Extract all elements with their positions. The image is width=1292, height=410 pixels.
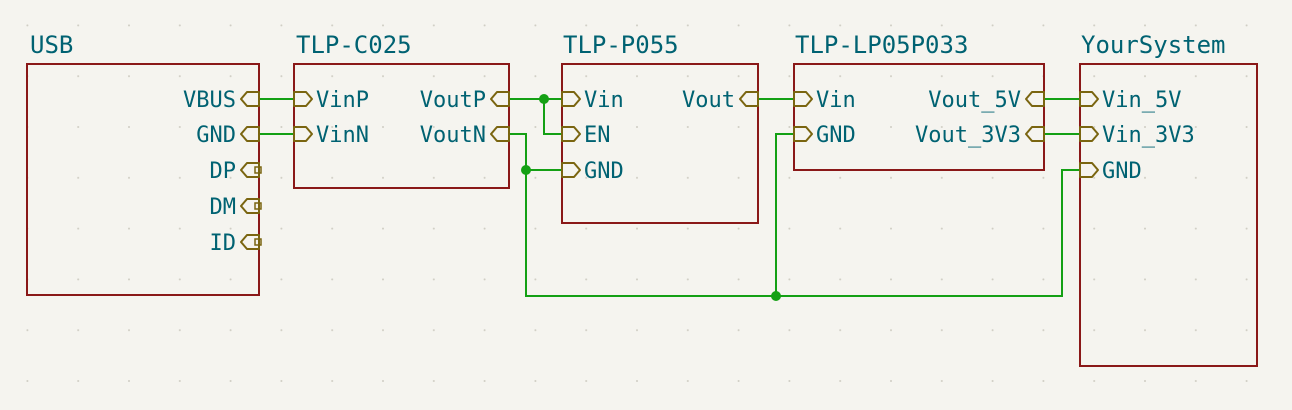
pin-label-c025-voutn: VoutN [420, 123, 486, 148]
block-box-usb[interactable] [26, 63, 260, 296]
block-title-usb: USB [30, 31, 73, 59]
port-icon-p055-vin[interactable] [561, 91, 581, 107]
block-box-tlp-lp05p033[interactable] [793, 63, 1045, 171]
port-icon-p055-gnd[interactable] [561, 162, 581, 178]
junction-ground-bus [771, 291, 781, 301]
pin-label-usb-vbus: VBUS [183, 88, 236, 113]
pin-label-p055-vout: Vout [682, 88, 735, 113]
pin-label-usb-dm: DM [210, 195, 237, 220]
wire-voutp-en[interactable] [543, 99, 562, 135]
block-box-tlp-p055[interactable] [561, 63, 759, 224]
port-icon-usb-id[interactable] [240, 234, 260, 250]
port-icon-p055-vout[interactable] [739, 91, 759, 107]
junction-voutp [539, 94, 549, 104]
port-icon-system-vin-3v3[interactable] [1079, 126, 1099, 142]
pin-label-usb-dp: DP [210, 159, 237, 184]
port-icon-lp05-gnd[interactable] [793, 126, 813, 142]
port-icon-c025-voutn[interactable] [490, 126, 510, 142]
pin-label-p055-gnd: GND [584, 159, 624, 184]
pin-label-p055-en: EN [584, 123, 611, 148]
pin-label-lp05-vout-3v3: Vout_3V3 [915, 123, 1021, 148]
block-tlp-p055[interactable]: TLP-P055 Vin EN GND Vout [561, 31, 759, 224]
port-icon-usb-dp[interactable] [240, 162, 260, 178]
block-your-system[interactable]: YourSystem Vin_5V Vin_3V3 GND [1079, 31, 1258, 367]
port-icon-p055-en[interactable] [561, 126, 581, 142]
block-tlp-c025[interactable]: TLP-C025 VinP VinN VoutP VoutN [293, 31, 510, 189]
pin-label-system-vin-5v: Vin_5V [1102, 88, 1181, 113]
port-icon-c025-vinp[interactable] [293, 91, 313, 107]
pin-label-usb-id: ID [210, 231, 237, 256]
port-icon-lp05-vout-5v[interactable] [1025, 91, 1045, 107]
block-tlp-lp05p033[interactable]: TLP-LP05P033 Vin GND Vout_5V Vout_3V3 [793, 31, 1045, 171]
pin-label-c025-voutp: VoutP [420, 88, 486, 113]
port-icon-c025-voutp[interactable] [490, 91, 510, 107]
junctions [521, 94, 781, 301]
no-connect-icon-usb-dm [254, 202, 262, 210]
wire-ground-to-lp05-gnd[interactable] [775, 133, 794, 296]
no-connect-icon-usb-id [254, 238, 262, 246]
port-icon-usb-gnd[interactable] [240, 126, 260, 142]
pin-label-c025-vinp: VinP [316, 88, 369, 113]
port-icon-system-vin-5v[interactable] [1079, 91, 1099, 107]
block-title-your-system: YourSystem [1081, 31, 1226, 59]
junction-ground-p055 [521, 165, 531, 175]
pin-label-p055-vin: Vin [584, 88, 624, 113]
port-icon-usb-vbus[interactable] [240, 91, 260, 107]
block-title-tlp-lp05p033: TLP-LP05P033 [795, 31, 968, 59]
pin-label-system-gnd: GND [1102, 159, 1142, 184]
block-title-tlp-p055: TLP-P055 [563, 31, 679, 59]
pin-label-usb-gnd: GND [196, 123, 236, 148]
no-connect-icon-usb-dp [254, 166, 262, 174]
pin-label-c025-vinn: VinN [316, 123, 369, 148]
pin-label-system-vin-3v3: Vin_3V3 [1102, 123, 1195, 148]
block-usb[interactable]: USB VBUS GND DP DM ID [26, 31, 262, 296]
port-icon-system-gnd[interactable] [1079, 162, 1099, 178]
block-title-tlp-c025: TLP-C025 [296, 31, 412, 59]
pin-label-lp05-gnd: GND [816, 123, 856, 148]
port-icon-usb-dm[interactable] [240, 198, 260, 214]
port-icon-c025-vinn[interactable] [293, 126, 313, 142]
pin-label-lp05-vin: Vin [816, 88, 856, 113]
port-icon-lp05-vin[interactable] [793, 91, 813, 107]
pin-label-lp05-vout-5v: Vout_5V [928, 88, 1021, 113]
port-icon-lp05-vout-3v3[interactable] [1025, 126, 1045, 142]
block-box-your-system[interactable] [1079, 63, 1258, 367]
